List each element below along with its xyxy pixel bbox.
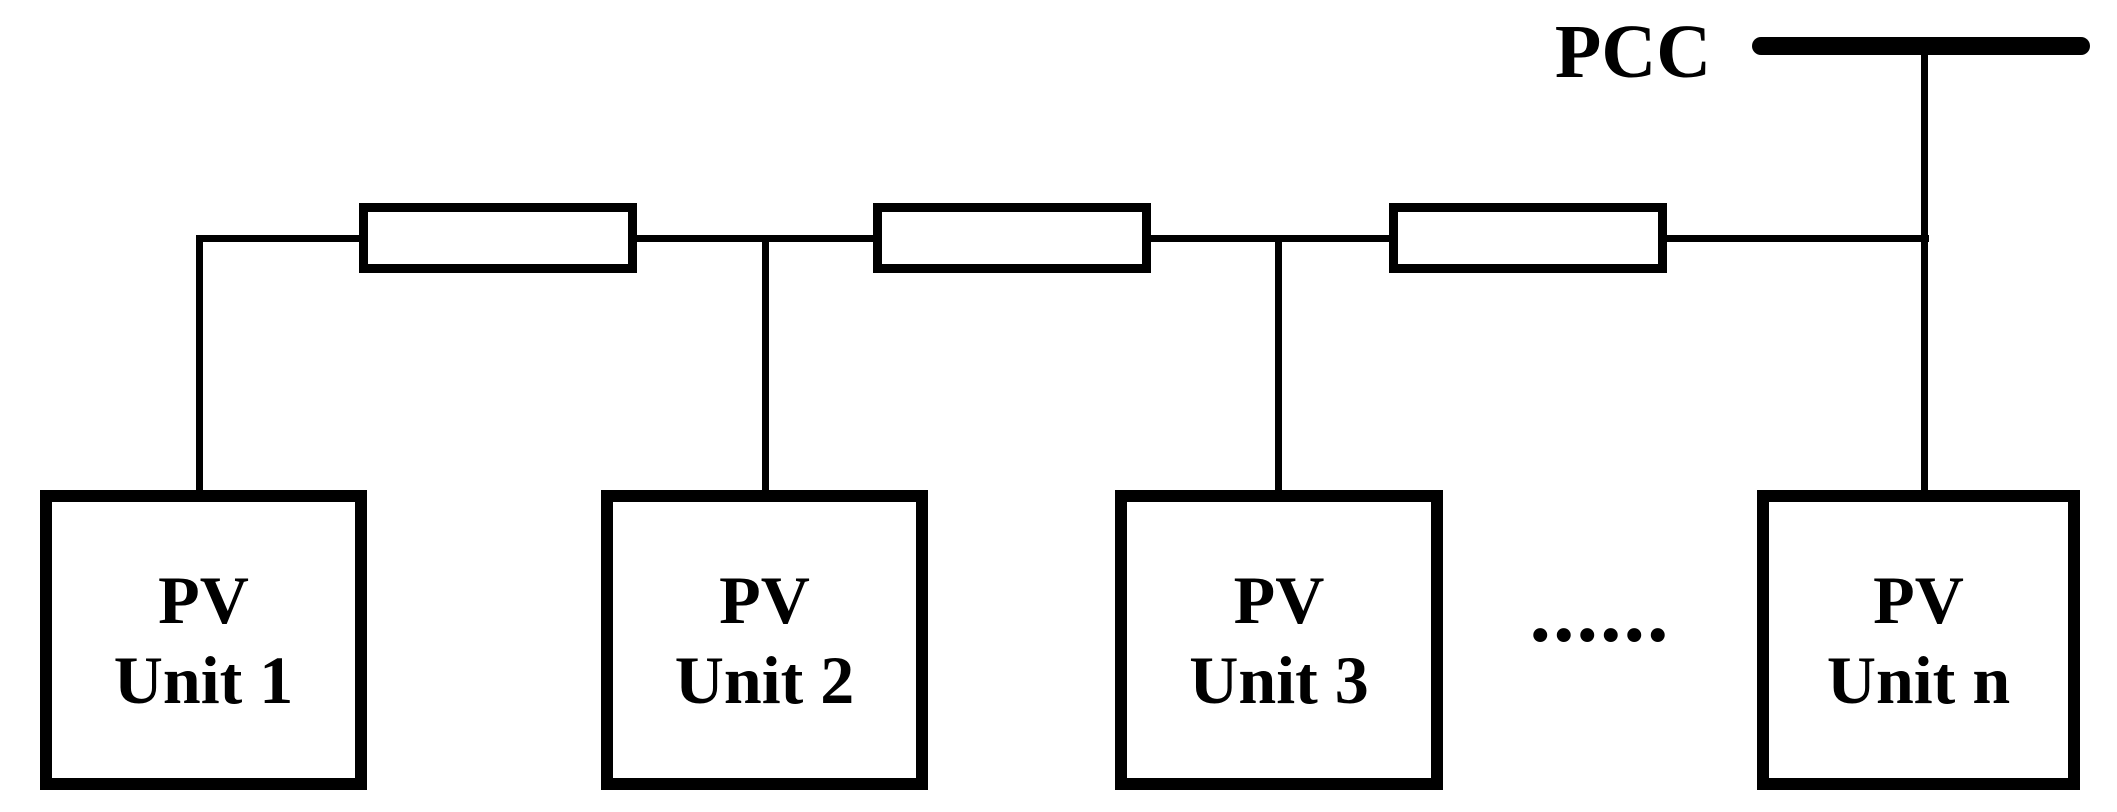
line-impedance-3 [1389, 203, 1667, 273]
pv-unit-1-box: PV Unit 1 [40, 490, 367, 790]
pv-unit-3-label-line2: Unit 3 [1189, 642, 1369, 718]
pv-unit-n-label-line2: Unit n [1826, 642, 2011, 718]
ellipsis-dots: ...... [1529, 564, 1671, 660]
drop-line-unit-1 [196, 235, 203, 495]
pcc-label: PCC [1554, 10, 1712, 94]
drop-line-unit-3 [1275, 235, 1282, 495]
pv-unit-2-label-line2: Unit 2 [674, 642, 855, 718]
line-impedance-2 [873, 203, 1151, 273]
pv-unit-n-box: PV Unit n [1757, 490, 2080, 790]
pv-unit-1-label-line2: Unit 1 [113, 642, 294, 718]
pv-unit-1-label-line1: PV [158, 562, 249, 638]
line-impedance-1 [359, 203, 637, 273]
pv-unit-2-label-line1: PV [719, 562, 810, 638]
pv-unit-3-label-line1: PV [1233, 562, 1325, 638]
pv-unit-n-label-line1: PV [1873, 562, 1964, 638]
pv-unit-2-box: PV Unit 2 [601, 490, 928, 790]
drop-line-unit-2 [762, 235, 769, 495]
pcc-drop-line [1921, 46, 1928, 496]
pcc-busbar [1752, 37, 2090, 55]
pv-unit-3-box: PV Unit 3 [1115, 490, 1443, 790]
